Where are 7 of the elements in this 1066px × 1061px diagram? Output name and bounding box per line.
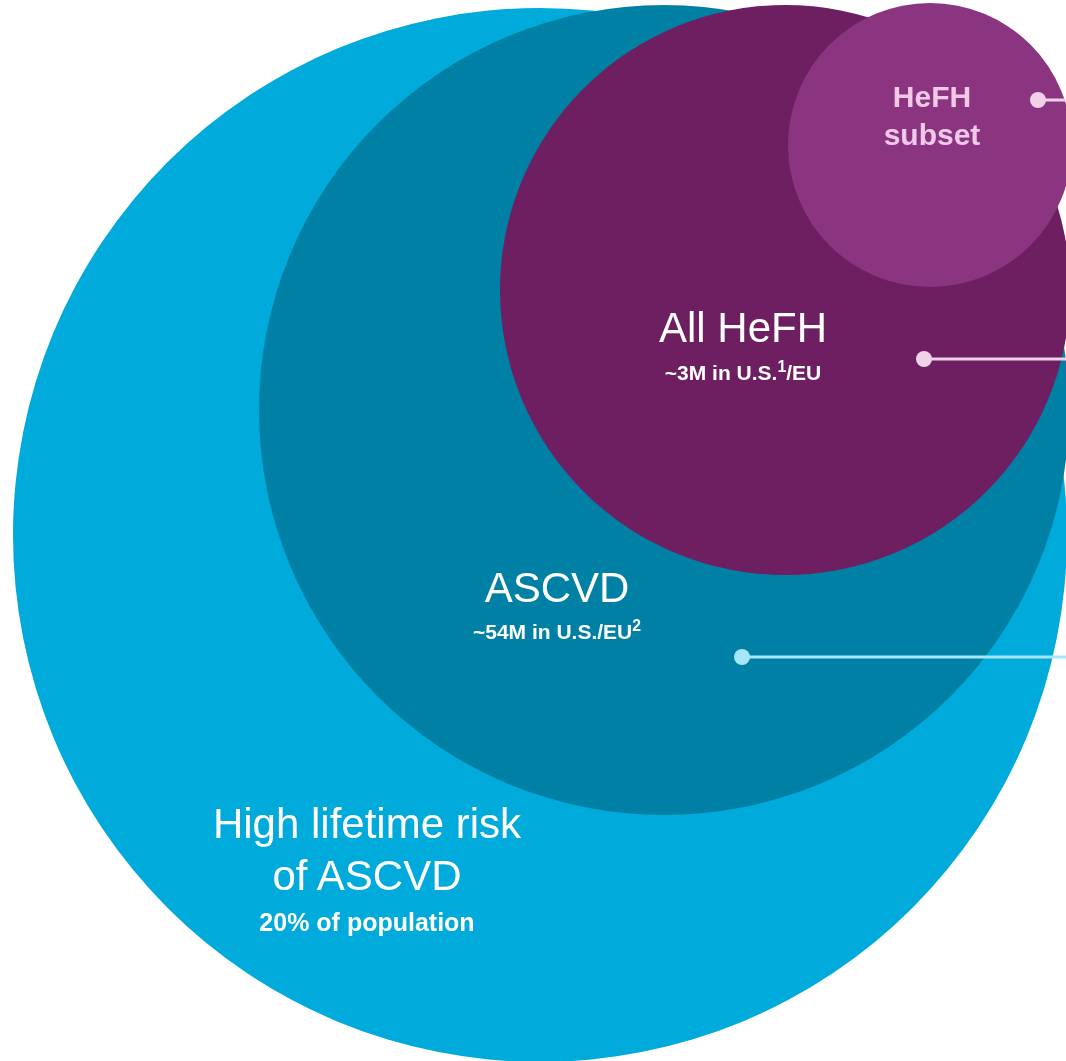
group-label: HeFH subset (882, 79, 982, 153)
group-label: High lifetime risk of ASCVD (211, 799, 523, 901)
group-label: All HeFH (659, 303, 827, 353)
group-label: ASCVD (484, 563, 630, 613)
count-label: ~3M in U.S.$^{1}$/EU (664, 358, 822, 386)
count-label: 20% of population (259, 907, 475, 938)
count-label: ~54M in U.S./EU$^{2}$ (472, 617, 642, 645)
